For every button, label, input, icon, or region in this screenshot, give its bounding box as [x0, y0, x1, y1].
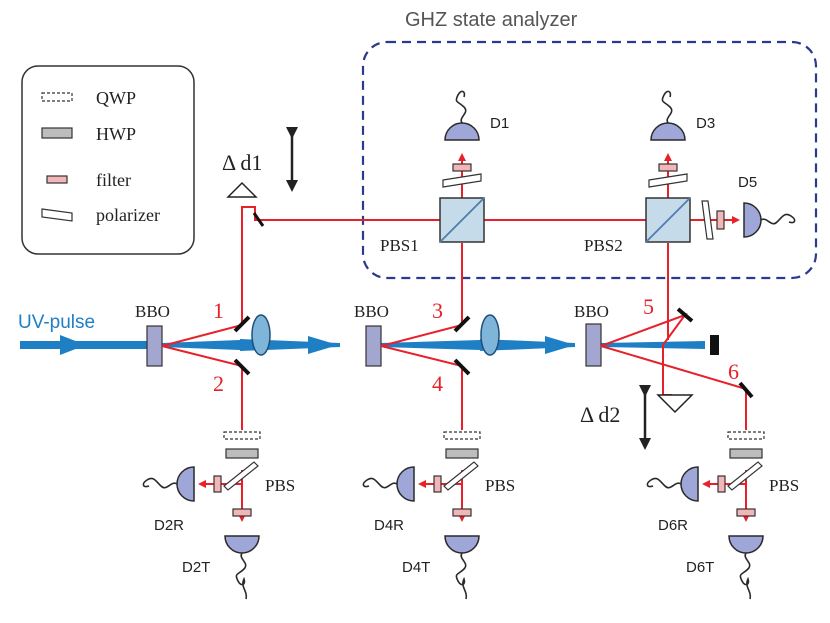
d4r-label: D4R	[374, 517, 404, 534]
pbs1-cube	[439, 197, 485, 243]
detector-d6t	[728, 535, 764, 600]
delay-label-2: Δ d2	[580, 402, 620, 427]
lens-1	[251, 314, 271, 356]
detector-d6r	[646, 466, 699, 502]
pbs-label-1: PBS	[265, 476, 295, 495]
bbo-label-2: BBO	[354, 302, 389, 321]
legend-hwp-symbol	[41, 127, 73, 139]
legend-qwp-label: QWP	[96, 88, 136, 108]
pbs-label-3: PBS	[769, 476, 799, 495]
pbs1-label: PBS1	[380, 236, 419, 255]
beam-label-4: 4	[432, 371, 443, 396]
detector-d1	[444, 90, 480, 141]
legend-box	[21, 65, 195, 255]
beam-label-1: 1	[213, 298, 224, 323]
delay-prism-2	[656, 394, 694, 414]
mirrors	[233, 212, 754, 399]
ghz-analyzer-box	[361, 40, 818, 280]
lens-2	[480, 314, 500, 356]
bbo-label-3: BBO	[574, 302, 609, 321]
pbs2-cube	[645, 197, 691, 243]
d5-arm-optics	[701, 200, 725, 240]
beam-label-2: 2	[213, 371, 224, 396]
bbo-crystal-2	[365, 325, 382, 367]
legend-polarizer-label: polarizer	[96, 205, 160, 225]
legend-filter-label: filter	[96, 170, 131, 190]
legend-qwp-symbol	[41, 92, 73, 102]
bbo-crystal-3	[585, 323, 602, 367]
arm-2-optics	[213, 431, 261, 517]
legend-polarizer-symbol	[41, 208, 73, 222]
detector-d2r	[142, 466, 195, 502]
d4t-label: D4T	[402, 559, 430, 576]
pbs2-label: PBS2	[584, 236, 623, 255]
legend: QWP HWP filter polarizer	[21, 65, 195, 255]
detector-d4t	[444, 535, 480, 600]
arm-4-optics	[433, 431, 481, 517]
beam-label-6: 6	[728, 359, 739, 384]
d1-label: D1	[490, 115, 509, 132]
detector-d5	[743, 202, 796, 238]
d2r-label: D2R	[154, 517, 184, 534]
d3-arm-optics	[648, 163, 688, 188]
arm-6-optics	[717, 431, 765, 517]
beam-label-3: 3	[432, 298, 443, 323]
detector-d3	[650, 90, 686, 141]
legend-hwp-label: HWP	[96, 124, 136, 144]
delay-label-1: Δ d1	[222, 150, 262, 175]
d2t-label: D2T	[182, 559, 210, 576]
bbo-label-1: BBO	[135, 302, 170, 321]
d3-label: D3	[696, 115, 715, 132]
uv-pulse-label: UV-pulse	[18, 312, 95, 333]
d6r-label: D6R	[658, 517, 688, 534]
bbo-crystal-1	[146, 325, 163, 367]
d5-label: D5	[738, 174, 757, 191]
delay-prism-1	[226, 181, 258, 198]
ghz-analyzer-title: GHZ state analyzer	[405, 9, 578, 31]
legend-filter-symbol	[46, 175, 68, 184]
pbs-label-2: PBS	[485, 476, 515, 495]
detector-d2t	[224, 535, 260, 600]
d6t-label: D6T	[686, 559, 714, 576]
beam-label-5: 5	[643, 294, 654, 319]
detector-d4r	[362, 466, 415, 502]
d1-arm-optics	[442, 163, 482, 188]
beam-dump	[710, 335, 719, 355]
